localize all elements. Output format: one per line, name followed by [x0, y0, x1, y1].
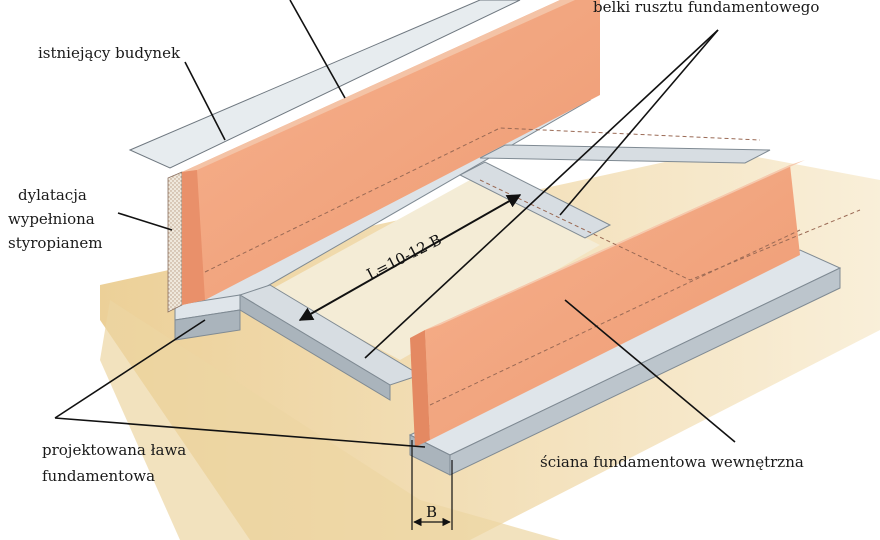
label-grid-beams: belki rusztu fundamentowego: [593, 0, 819, 16]
label-dilatation-1: dylatacja: [18, 186, 87, 204]
leader-footing-1: [54, 319, 206, 419]
leader-grid-beam-2: [364, 29, 719, 359]
leader-grid-beam-1: [559, 29, 719, 216]
label-existing-building: istniejący budynek: [38, 44, 181, 62]
cross-hidden-edge: [479, 179, 861, 281]
rear-wall-face: [182, 0, 600, 305]
leader-rear-wall: [289, 0, 346, 99]
inner-wall-end: [410, 330, 430, 447]
left-footing-block-side: [174, 309, 241, 341]
rear-wall-end: [182, 170, 205, 305]
label-designed-footing-2: fundamentowa: [42, 467, 155, 485]
label-dilatation-2: wypełniona: [8, 210, 95, 228]
spacing-arrow: [298, 194, 522, 321]
label-designed-footing-1: projektowana ława: [42, 441, 186, 459]
leader-dilatation: [117, 212, 173, 231]
inner-wall-face: [425, 165, 800, 440]
leader-inner-wall: [564, 299, 736, 443]
label-inner-wall: ściana fundamentowa wewnętrzna: [540, 453, 804, 471]
inner-wall-hidden-edge: [429, 229, 801, 406]
dilatation-strip: [167, 171, 183, 313]
label-dilatation-3: styropianem: [8, 234, 103, 252]
leader-existing-building: [184, 61, 226, 141]
front-footing-face: [449, 267, 841, 476]
existing-building: [128, 0, 521, 169]
leader-footing-2: [54, 417, 426, 448]
rear-wall-top: [182, 0, 575, 172]
cross-beam-far-top: [479, 144, 771, 164]
ground-lower: [100, 300, 560, 540]
width-label: B: [426, 503, 437, 521]
